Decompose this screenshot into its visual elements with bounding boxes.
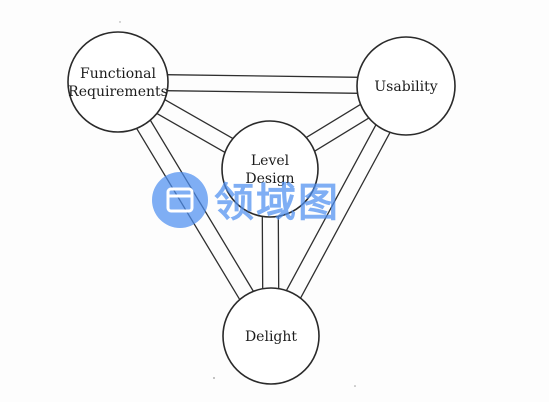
connector-functional-usability-line-2: [165, 90, 360, 94]
watermark-glyph-icon: [166, 187, 194, 213]
node-level-label: Design: [245, 171, 294, 187]
node-functional-label: Requirements: [68, 84, 168, 100]
node-delight: Delight: [222, 287, 320, 385]
node-level-circle: [221, 120, 319, 218]
node-usability: Usability: [356, 36, 456, 136]
connector-functional-usability-line-1: [165, 74, 360, 78]
node-usability-circle: [356, 36, 456, 136]
connector-functional-level-line-1: [162, 98, 235, 140]
node-delight-circle: [222, 287, 320, 385]
connector-level-usability-line-2: [312, 116, 371, 153]
node-delight-label: Delight: [245, 329, 297, 345]
scan-speck: [213, 377, 215, 379]
scan-speck: [354, 385, 356, 387]
connector-level-usability-line-1: [304, 103, 363, 139]
connector-functional-level-line-2: [155, 112, 227, 154]
watermark-badge-icon: [152, 172, 208, 228]
node-functional-circle: [67, 31, 169, 133]
connector-usability-delight-line-1: [299, 130, 392, 300]
watermark: 领域图: [152, 172, 340, 228]
scan-speck: [119, 21, 121, 23]
node-functional-label: Functional: [80, 66, 156, 82]
watermark-text: 领域图: [214, 180, 340, 226]
node-usability-label: Usability: [374, 79, 437, 95]
connector-usability-delight-line-2: [285, 122, 378, 293]
node-level-label: Level: [251, 153, 290, 169]
